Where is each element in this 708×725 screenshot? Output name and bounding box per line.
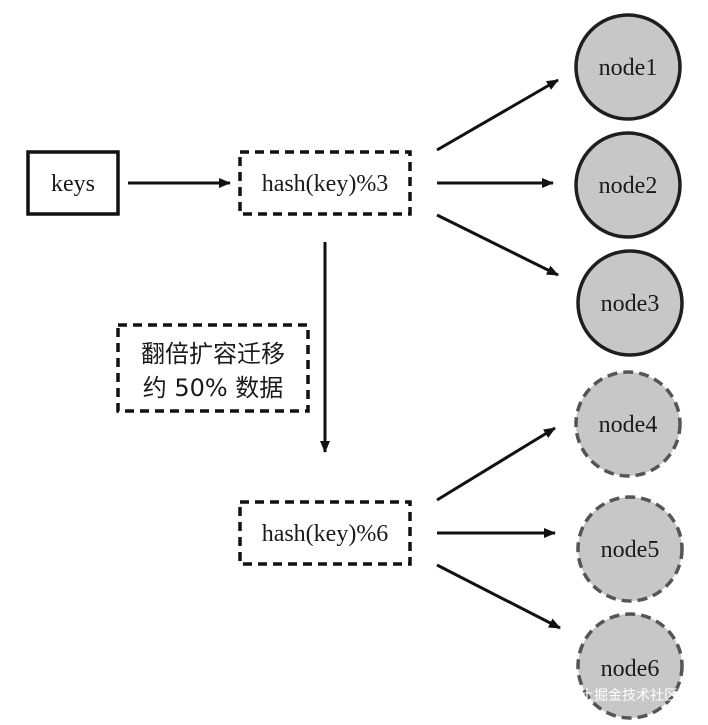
node4: node4 bbox=[574, 370, 682, 478]
node3: node3 bbox=[576, 249, 684, 357]
keys-label: keys bbox=[51, 171, 95, 197]
hash6-label: hash(key)%6 bbox=[262, 521, 389, 547]
node1: node1 bbox=[574, 13, 682, 121]
hash3-label: hash(key)%3 bbox=[262, 171, 389, 197]
migration-note-box: 翻倍扩容迁移 约 50% 数据 bbox=[116, 323, 310, 413]
arrows bbox=[128, 78, 561, 630]
arrow-hash3-to-node1 bbox=[436, 78, 559, 152]
node6: node6 bbox=[576, 612, 684, 720]
node5-label: node5 bbox=[601, 537, 660, 563]
watermark: @稀土掘金技术社区 bbox=[552, 688, 678, 704]
node6-label: node6 bbox=[601, 656, 660, 682]
arrow-hash6-to-node4 bbox=[436, 426, 556, 502]
arrow-hash6-to-node6 bbox=[436, 563, 561, 630]
node4-label: node4 bbox=[599, 412, 658, 438]
migration-note-line1: 翻倍扩容迁移 bbox=[141, 340, 285, 368]
node5: node5 bbox=[576, 495, 684, 603]
node1-label: node1 bbox=[599, 55, 658, 81]
node3-label: node3 bbox=[601, 291, 660, 317]
node2-label: node2 bbox=[599, 173, 658, 199]
migration-note-line2: 约 50% 数据 bbox=[143, 374, 284, 402]
node2: node2 bbox=[574, 131, 682, 239]
hash6-box: hash(key)%6 bbox=[238, 500, 412, 566]
hash3-box: hash(key)%3 bbox=[238, 150, 412, 216]
arrow-hash3-to-node3 bbox=[436, 213, 559, 277]
keys-box: keys bbox=[26, 150, 120, 216]
